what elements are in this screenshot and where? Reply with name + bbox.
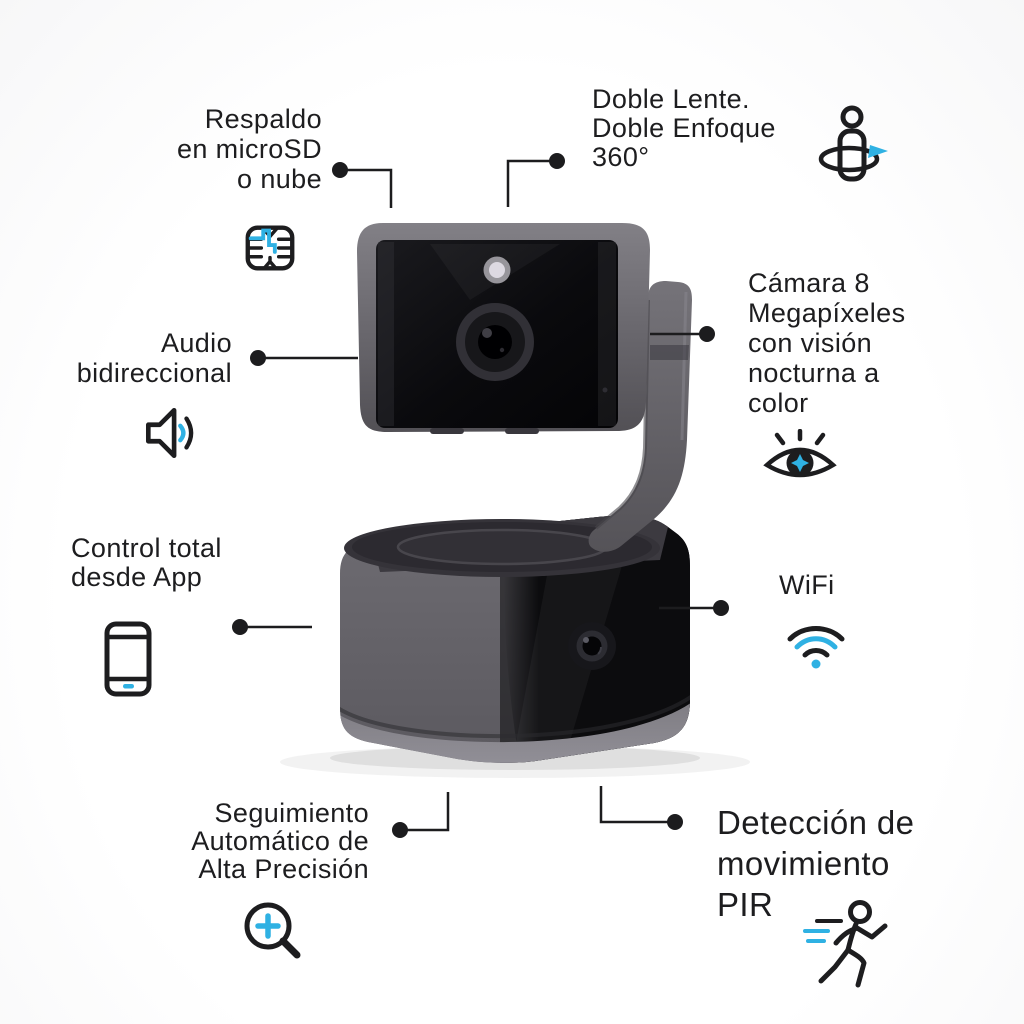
base-lens [568,622,616,670]
camera-head [357,223,650,434]
magnifier-plus-icon [244,902,301,959]
person-360-icon [818,105,888,182]
sd-chip-icon [245,225,295,271]
feature-deteccion-label: Detección de movimiento PIR [717,804,915,923]
feature-audio-label: Audio bidireccional [76,328,232,388]
feature-doble-lente-label: Doble Lente. Doble Enfoque 360° [592,84,776,172]
running-person-icon [803,900,888,988]
feature-camara-label: Cámara 8 Megapíxeles con visión nocturna… [748,268,906,418]
speaker-icon [145,407,194,459]
feature-wifi-label: WiFi [779,570,835,600]
base-turntable [344,515,668,577]
feature-respaldo-label: Respaldo en microSD o nube [176,104,322,194]
wifi-icon [787,626,845,669]
status-light [483,256,511,284]
night-vision-eye-icon [763,429,837,478]
feature-control-label: Control total desde App [71,533,222,592]
camera-arm [588,281,692,552]
head-lens [456,303,534,381]
smartphone-icon [104,621,152,697]
feature-seguimiento-label: Seguimiento Automático de Alta Precisión [191,798,369,884]
mic-hole [602,387,608,393]
